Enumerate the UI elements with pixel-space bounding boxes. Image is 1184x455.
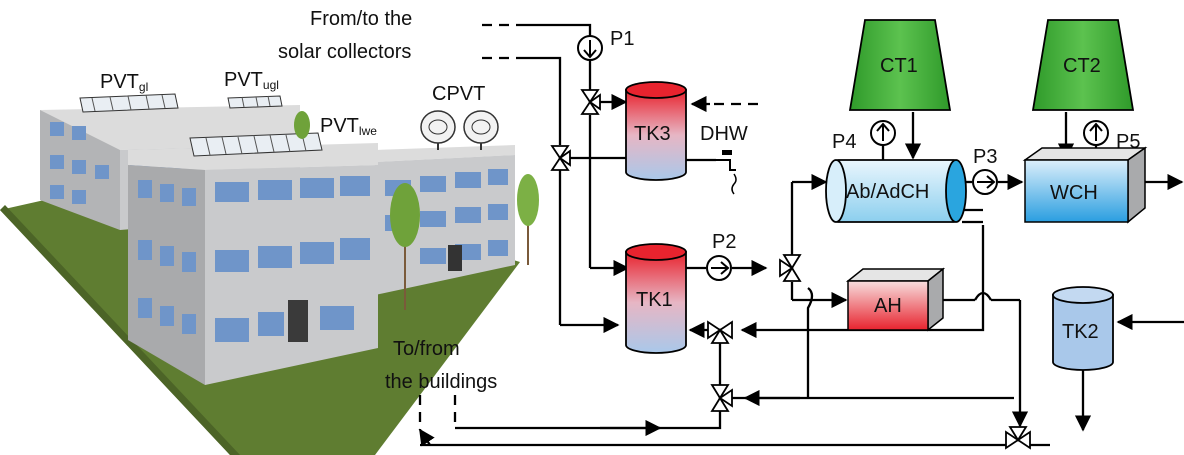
pvt-gl-panels [79, 93, 179, 113]
three-way-valve-collector [580, 89, 601, 115]
cooling-tower-ct1: CT1 [848, 19, 952, 111]
pump-p2: P2 [706, 231, 736, 281]
buildings-label-line2: the buildings [385, 371, 497, 393]
svg-text:AH: AH [874, 295, 902, 317]
tank-tk2: TK2 [1052, 286, 1114, 371]
collectors-label-line1: From/to the [310, 8, 412, 30]
pvt-ugl-panels [227, 95, 283, 109]
svg-text:P1: P1 [610, 28, 634, 50]
buildings-label-line1: To/from [393, 338, 460, 360]
svg-text:TK3: TK3 [634, 123, 671, 145]
ground-edge [0, 205, 240, 455]
dhw-tap: DHW [700, 123, 748, 195]
pvt-lwe-label: PVTlwe [320, 115, 377, 138]
cpvt-dishes [420, 110, 499, 150]
three-way-valve-tk1 [707, 320, 733, 344]
svg-text:CT2: CT2 [1063, 55, 1101, 77]
svg-text:P3: P3 [973, 146, 997, 168]
pvt-lwe-panels [189, 132, 323, 157]
front-building [128, 143, 378, 385]
buildings-illustration: PVTgl PVTugl PVTlwe CPVT [0, 69, 539, 455]
svg-text:DHW: DHW [700, 123, 748, 145]
water-chiller: WCH [1022, 146, 1148, 224]
piping [418, 23, 1184, 447]
tank-tk1: TK1 [625, 243, 687, 354]
tank-tk3: TK3 [625, 81, 687, 181]
svg-text:Ab/AdCH: Ab/AdCH [846, 181, 929, 203]
svg-text:CT1: CT1 [880, 55, 918, 77]
three-way-valve-buildings [710, 384, 733, 412]
pump-p3: P3 [972, 146, 998, 195]
collectors-label-line2: solar collectors [278, 41, 411, 63]
pvt-ugl-label: PVTugl [224, 69, 279, 92]
pvt-gl-label: PVTgl [100, 71, 148, 94]
svg-text:TK2: TK2 [1062, 321, 1099, 343]
absorption-chiller: Ab/AdCH [825, 159, 967, 223]
three-way-valve-bottom [1005, 426, 1031, 450]
svg-text:P2: P2 [712, 231, 736, 253]
svg-text:WCH: WCH [1050, 182, 1098, 204]
front-windows [138, 176, 370, 342]
pump-p4: P4 [832, 120, 896, 153]
cpvt-label: CPVT [432, 83, 485, 105]
cooling-tower-ct2: CT2 [1031, 19, 1135, 111]
three-way-valve-return [550, 145, 571, 171]
valves [550, 89, 1031, 450]
svg-text:P4: P4 [832, 131, 856, 153]
three-way-valve-chiller [779, 254, 802, 282]
auxiliary-heater: AH [845, 267, 946, 332]
trees [294, 111, 539, 310]
svg-text:TK1: TK1 [636, 289, 673, 311]
pump-p1: P1 [577, 28, 634, 61]
